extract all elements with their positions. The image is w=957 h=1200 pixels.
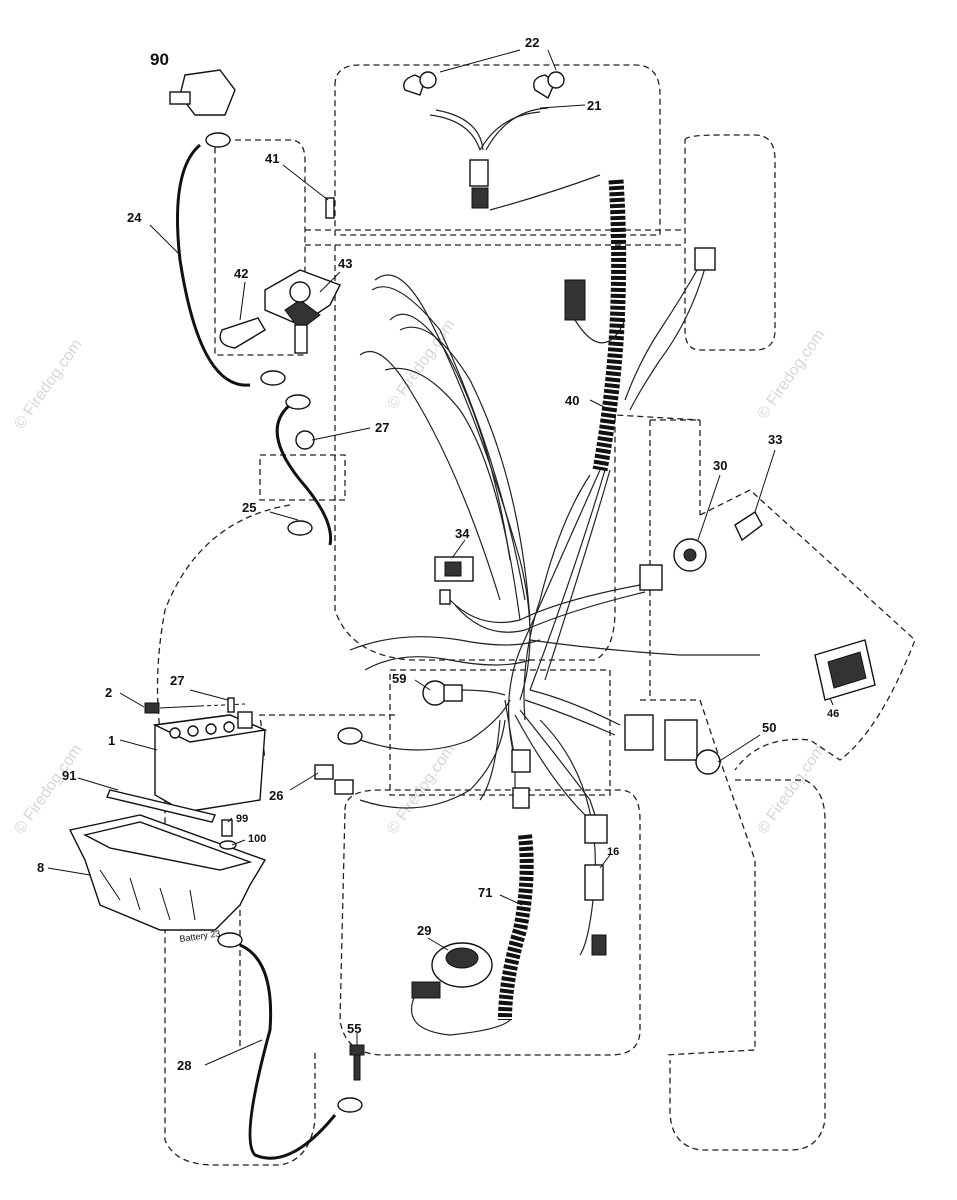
callout-1: 1 <box>108 733 115 748</box>
callout-28: 28 <box>177 1058 191 1073</box>
solenoid-43 <box>264 269 341 354</box>
bolt-41 <box>325 197 335 219</box>
callout-34: 34 <box>455 526 470 541</box>
connector-16 <box>584 864 604 901</box>
watermark-bottom-left: © Firedog.com <box>11 741 85 837</box>
cable-24 <box>176 143 251 387</box>
callout-27-top: 27 <box>375 420 389 435</box>
callout-100: 100 <box>248 833 266 845</box>
watermark-bottom-center: © Firedog.com <box>384 741 458 837</box>
battery-stamp: Battery 23 <box>179 928 221 944</box>
watermark-left: © Firedog.com <box>11 336 85 432</box>
part-46 <box>814 639 876 701</box>
cable-24-terminal-bottom <box>260 370 286 386</box>
battery-1 <box>152 711 268 813</box>
strap-91 <box>106 789 216 823</box>
connector-mid-b <box>512 787 530 809</box>
watermark-bottom-right: © Firedog.com <box>754 741 828 837</box>
cable-25-terminal-top <box>285 394 311 410</box>
cable-28-terminal-top <box>217 932 243 948</box>
callout-59: 59 <box>392 671 406 686</box>
callout-27-battery: 27 <box>170 673 184 688</box>
cable-28 <box>239 943 337 1160</box>
callout-26: 26 <box>269 788 283 803</box>
callout-41: 41 <box>265 151 279 166</box>
bolt-99 <box>221 819 233 837</box>
callout-43: 43 <box>338 256 352 271</box>
callout-50: 50 <box>762 720 776 735</box>
key-33 <box>734 510 763 542</box>
watermark-right-top: © Firedog.com <box>754 326 828 422</box>
wiring-harness <box>349 107 760 1036</box>
callout-40: 40 <box>565 393 579 408</box>
callout-33: 33 <box>768 432 782 447</box>
callout-30: 30 <box>713 458 727 473</box>
washer-27-battery <box>227 697 235 713</box>
callout-90: 90 <box>150 50 169 69</box>
connector-seat <box>564 279 586 321</box>
callout-91: 91 <box>62 768 76 783</box>
connector-lower-b <box>591 934 607 956</box>
connector-head <box>469 159 489 187</box>
connector-26-b <box>334 779 354 795</box>
bolt-2 <box>144 702 201 714</box>
watermark-center-top: © Firedog.com <box>384 316 458 412</box>
connector-lower-a <box>584 814 608 844</box>
cable-25-terminal-bottom <box>287 520 313 536</box>
callout-25: 25 <box>242 500 256 515</box>
callout-71: 71 <box>478 885 492 900</box>
connector-mid <box>511 749 531 773</box>
battery-tray-8 <box>68 814 267 931</box>
part-50 <box>664 719 721 775</box>
connector-26-a <box>314 764 334 780</box>
callout-99: 99 <box>236 813 248 825</box>
loom-71 <box>498 834 534 1021</box>
callout-16: 16 <box>607 846 619 858</box>
callout-24: 24 <box>127 210 142 225</box>
connector-head-plug <box>471 187 489 209</box>
ignition-30 <box>639 538 707 591</box>
callout-46: 46 <box>827 708 839 720</box>
connector-right-upper <box>694 247 716 271</box>
cable-28-terminal-bottom <box>337 1097 363 1113</box>
callout-42: 42 <box>234 266 248 281</box>
fuse-42 <box>219 317 266 349</box>
callout-2: 2 <box>105 685 112 700</box>
headlights <box>403 71 565 100</box>
callouts: 90 22 21 41 24 42 43 27 40 33 30 25 34 2… <box>37 35 839 1073</box>
ring-terminal-center <box>337 727 363 745</box>
bolt-55 <box>349 1044 365 1081</box>
part-90 <box>169 69 236 116</box>
callout-22: 22 <box>525 35 539 50</box>
cable-25 <box>275 403 333 546</box>
lamp-59-socket <box>443 684 463 702</box>
callout-8: 8 <box>37 860 44 875</box>
washer-27 <box>295 430 315 450</box>
loom-40 <box>592 179 627 472</box>
cable-24-terminal-top <box>205 132 231 148</box>
switch-34 <box>434 556 474 605</box>
callout-21: 21 <box>587 98 601 113</box>
leader-lines <box>47 49 834 1066</box>
washer-100 <box>219 840 237 850</box>
connector-center <box>624 714 654 751</box>
part-29 <box>411 942 493 999</box>
callout-29: 29 <box>417 923 431 938</box>
callout-55: 55 <box>347 1021 361 1036</box>
